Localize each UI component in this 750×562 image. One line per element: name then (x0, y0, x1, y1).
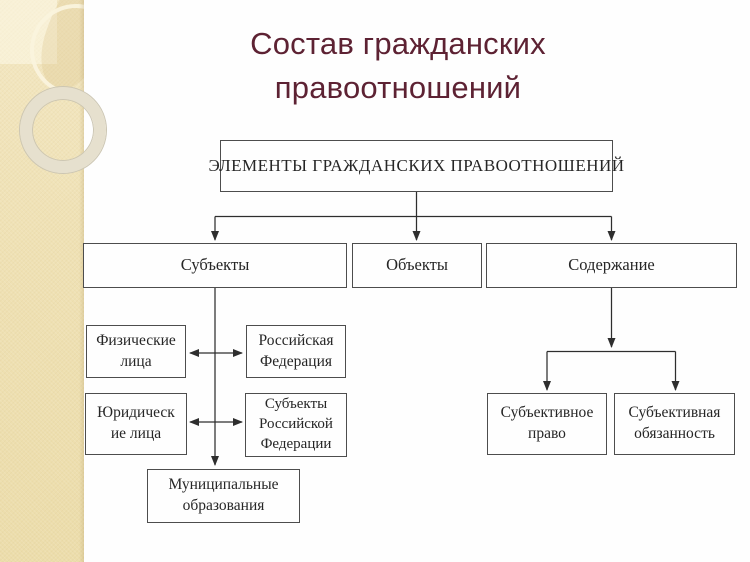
node-label-line: Субъективная (628, 404, 721, 422)
node-municipal-entities: Муниципальные образования (147, 469, 300, 523)
node-label-line: Субъекты (264, 396, 328, 413)
node-label-line: Федерация (259, 352, 333, 370)
node-label-line: Российская (258, 331, 334, 349)
node-label-line: лица (120, 352, 152, 370)
node-label: Объекты (386, 255, 448, 275)
node-physical-persons: Физические лица (86, 325, 186, 378)
node-legal-entities: Юридическ ие лица (85, 393, 187, 455)
node-subjects: Субъекты (83, 243, 347, 288)
node-label-line: Федерации (260, 435, 332, 452)
node-label-line: Субъективное (500, 404, 594, 422)
node-label-line: Российской (259, 416, 333, 433)
node-label-line: Муниципальные (168, 476, 279, 494)
node-label-line: ие лица (110, 425, 162, 442)
node-label-line: Физические (96, 331, 176, 349)
node-label: ЭЛЕМЕНТЫ ГРАЖДАНСКИХ ПРАВООТНОШЕНИЙ (208, 155, 625, 175)
node-subjective-duty: Субъективная обязанность (614, 393, 735, 455)
node-objects: Объекты (352, 243, 482, 288)
node-label: Субъекты (180, 255, 250, 275)
node-label: Содержание (568, 255, 655, 275)
node-label-line: право (528, 425, 566, 442)
node-content: Содержание (486, 243, 737, 288)
node-russian-federation: Российская Федерация (246, 325, 346, 378)
slide-title: Состав гражданских правоотношений (250, 26, 546, 106)
node-label-line: образования (182, 497, 265, 514)
node-elements-of-civil-relations: ЭЛЕМЕНТЫ ГРАЖДАНСКИХ ПРАВООТНОШЕНИЙ (208, 140, 624, 192)
node-label-line: Юридическ (97, 404, 175, 422)
node-subjects-of-russian-federation: Субъекты Российской Федерации (245, 393, 347, 457)
node-subjective-right: Субъективное право (487, 393, 607, 455)
node-label-line: обязанность (634, 425, 715, 442)
